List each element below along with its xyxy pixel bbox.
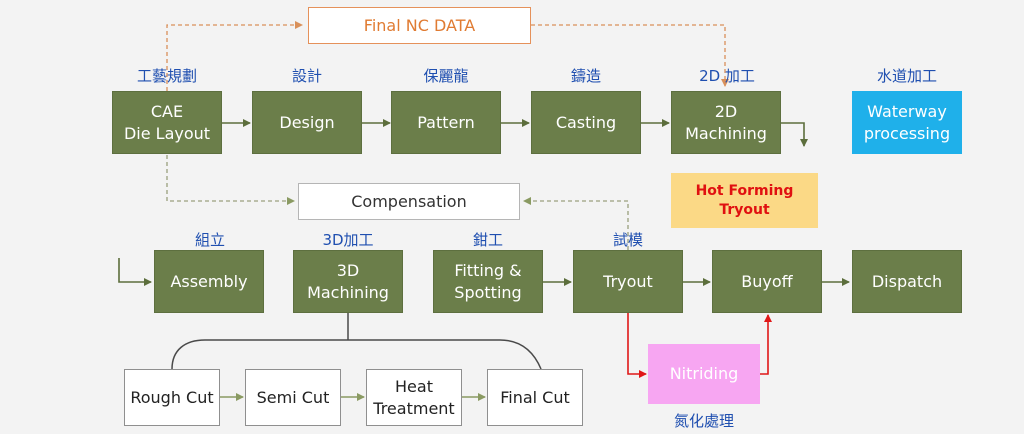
- arrow-nitriding-buyoff: [760, 314, 772, 375]
- label-cn-assembly: 組立: [194, 231, 226, 249]
- dashed-tryout-compensation: [523, 197, 629, 250]
- node-final-cut: Final Cut: [487, 369, 583, 426]
- node-final-nc-data: Final NC DATA: [308, 7, 531, 44]
- arrow-into-assembly: [118, 258, 152, 286]
- node-buyoff: Buyoff: [712, 250, 822, 313]
- bracket-arc: [171, 339, 542, 370]
- arrow-machining2d-down: [781, 122, 808, 147]
- node-fitting-spotting: Fitting & Spotting: [433, 250, 543, 313]
- node-hot-forming-tryout: Hot Forming Tryout: [671, 173, 818, 228]
- node-pattern: Pattern: [391, 91, 501, 154]
- node-design: Design: [252, 91, 362, 154]
- label-cn-nitriding: 氮化處理: [673, 412, 735, 430]
- node-2d-machining: 2D Machining: [671, 91, 781, 154]
- node-heat-treatment: Heat Treatment: [366, 369, 462, 426]
- node-cae-die-layout: CAE Die Layout: [112, 91, 222, 154]
- arrow-tryout-nitriding: [627, 313, 647, 378]
- label-cn-pattern: 保麗龍: [423, 67, 469, 85]
- node-compensation: Compensation: [298, 183, 520, 220]
- label-cn-casting: 鑄造: [570, 67, 602, 85]
- label-cn-fitting: 鉗工: [472, 231, 504, 249]
- node-semi-cut: Semi Cut: [245, 369, 341, 426]
- label-cn-2d-machining: 2D 加工: [699, 67, 755, 85]
- dashed-cae-finalnc: [166, 21, 303, 91]
- label-cn-tryout: 試模: [612, 231, 644, 249]
- node-assembly: Assembly: [154, 250, 264, 313]
- label-cn-cae: 工藝規劃: [136, 67, 198, 85]
- node-rough-cut: Rough Cut: [124, 369, 220, 426]
- label-cn-design: 設計: [291, 67, 323, 85]
- node-waterway-processing: Waterway processing: [852, 91, 962, 154]
- node-dispatch: Dispatch: [852, 250, 962, 313]
- dashed-finalnc-machining2d: [531, 24, 729, 87]
- dashed-cae-compensation: [166, 155, 295, 205]
- node-nitriding: Nitriding: [648, 344, 760, 404]
- node-casting: Casting: [531, 91, 641, 154]
- label-cn-waterway: 水道加工: [876, 67, 938, 85]
- label-cn-3d-machining: 3D加工: [322, 231, 374, 249]
- node-tryout: Tryout: [573, 250, 683, 313]
- node-3d-machining: 3D Machining: [293, 250, 403, 313]
